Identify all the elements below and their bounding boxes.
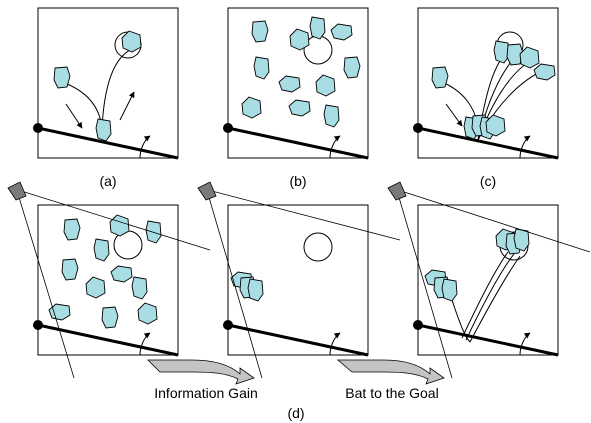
bat [37, 323, 179, 357]
object-blob [431, 66, 449, 89]
goal-circle [303, 232, 333, 262]
object-blob [101, 306, 119, 329]
rotation-arrow [329, 135, 341, 159]
object-blob [131, 276, 148, 300]
camera-icon [197, 181, 217, 201]
bat [417, 126, 559, 160]
rotation-arrow [519, 135, 531, 159]
object-blob [343, 56, 361, 79]
camera-ray [207, 193, 263, 379]
object-blob [323, 104, 340, 128]
camera-icon [7, 181, 27, 201]
trajectory [461, 251, 509, 339]
object-blob [441, 278, 458, 302]
bat-to-goal-arrow [336, 359, 445, 385]
pivot-icon [223, 123, 233, 133]
camera-ray [207, 189, 401, 241]
object-blob [309, 16, 326, 40]
camera-icon [387, 181, 407, 201]
bat [417, 323, 559, 357]
pivot-icon [33, 123, 43, 133]
object-blob [53, 66, 71, 89]
panel-d-label: (d) [287, 405, 304, 421]
camera-ray [17, 193, 75, 379]
rotation-arrow [519, 332, 531, 356]
trajectory [465, 253, 515, 341]
bat [227, 323, 369, 357]
object-blob [253, 56, 270, 80]
motion-arrow [119, 91, 135, 121]
panel-d-middle [197, 181, 401, 379]
trajectory [101, 49, 131, 129]
object-blob [251, 20, 269, 43]
rotation-arrow [139, 332, 151, 356]
motion-arrow [65, 103, 83, 129]
object-blob [63, 218, 81, 241]
panel-a-label: (a) [99, 173, 116, 189]
panel-a: (a) [33, 7, 179, 189]
bat [227, 126, 369, 160]
pivot-icon [33, 320, 43, 330]
camera-ray [397, 193, 453, 379]
pivot-icon [223, 320, 233, 330]
object-blob [493, 40, 510, 64]
object-blob [61, 258, 79, 281]
object-blob [513, 228, 530, 252]
rotation-arrow [329, 332, 341, 356]
panel-d-left [7, 181, 211, 379]
trajectory [451, 299, 471, 343]
object-blob [247, 278, 264, 302]
pivot-icon [413, 320, 423, 330]
camera-ray [17, 189, 211, 251]
rotation-arrow [139, 135, 151, 159]
bat [37, 126, 179, 160]
information-gain-arrow [147, 359, 255, 385]
bat-to-goal-label: Bat to the Goal [345, 385, 438, 401]
panel-c-label: (c) [480, 173, 496, 189]
motion-arrow [445, 103, 463, 127]
panel-b: (b) [223, 7, 369, 189]
trajectory [469, 255, 521, 343]
pivot-icon [413, 123, 423, 133]
object-blob [93, 238, 110, 262]
panel-d-right [387, 181, 591, 379]
camera-ray [397, 189, 591, 253]
object-blob [95, 118, 112, 142]
panel-c: (c) [413, 7, 559, 189]
panel-b-label: (b) [289, 173, 306, 189]
information-gain-label: Information Gain [154, 385, 258, 401]
